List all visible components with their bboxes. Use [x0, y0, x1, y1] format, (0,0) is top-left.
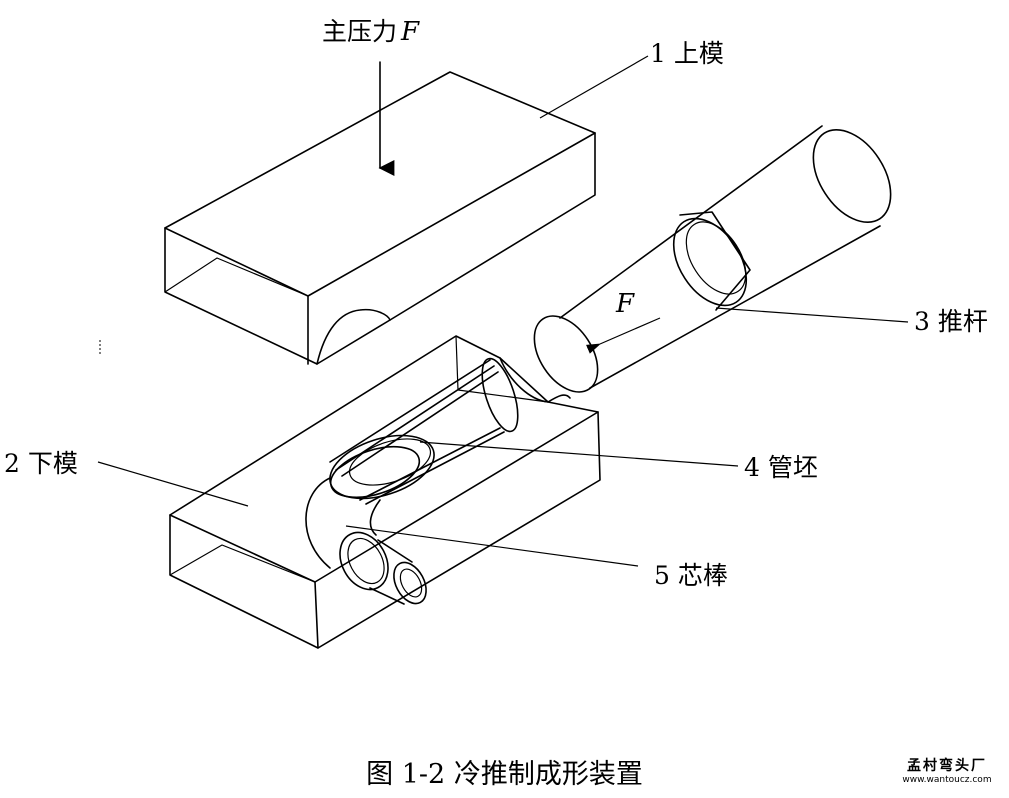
label-upper-die: 1 上模	[650, 39, 724, 68]
push-rod	[533, 125, 892, 393]
leader-line-5	[345, 525, 639, 567]
leader-line-2	[97, 461, 249, 507]
lower-die	[169, 335, 601, 649]
label-tube-blank: 4 管坯	[744, 453, 818, 482]
leader-line-4	[419, 441, 739, 467]
figure-caption: 图 1-2 冷推制成形装置	[366, 759, 643, 790]
upper-die	[164, 71, 596, 365]
label-lower-die: 2 下模	[4, 449, 78, 478]
watermark: 孟村弯头厂 www.wantoucz.com	[888, 755, 1006, 785]
watermark-name: 孟村弯头厂	[907, 758, 987, 774]
leader-line-1	[539, 55, 649, 119]
label-push-rod: 3 推杆	[914, 307, 988, 336]
tube-blank	[329, 357, 519, 505]
label-mandrel: 5 芯棒	[654, 561, 728, 590]
leader-line-3	[715, 307, 909, 323]
watermark-url: www.wantoucz.com	[902, 775, 992, 785]
push-force-arrow	[585, 317, 661, 354]
mandrel	[305, 477, 427, 605]
push-force-label: F	[615, 289, 635, 319]
